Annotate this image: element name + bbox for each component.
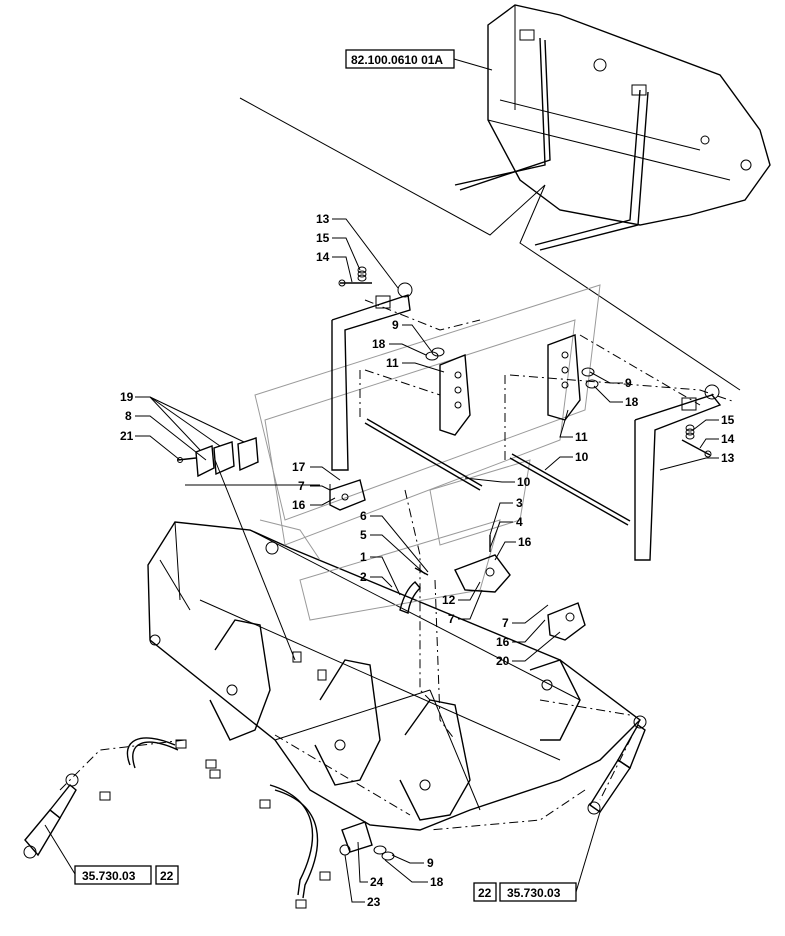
callout-18-bottom: 18 [430,875,444,889]
left-fork-arm [331,266,413,471]
svg-text:35.730.03: 35.730.03 [82,869,136,883]
hoses [99,737,331,909]
callout-16-center: 16 [518,535,532,549]
callout-16: 16 [292,498,306,512]
callout-9-right: 9 [625,376,632,390]
right-cylinder [587,715,647,815]
ref-box-bucket[interactable]: 82.100.0610 01A [345,49,493,71]
latch-plate-center [454,535,511,593]
callout-6: 6 [360,509,367,523]
callout-2: 2 [360,570,367,584]
callout-9: 9 [392,318,399,332]
callout-19: 19 [120,390,134,404]
callout-7-center: 7 [448,612,455,626]
ref-box-cylinder-left[interactable]: 35.730.03 22 [44,824,179,885]
fork-bucket-illustration [454,4,771,251]
callout-10-right: 10 [575,450,589,464]
callout-3: 3 [516,496,523,510]
callout-9-bottom: 9 [427,856,434,870]
rods [364,418,631,526]
callout-leaders [135,218,719,903]
right-fork-arm [634,384,722,561]
bottom-pin-assembly [339,821,395,861]
assembly-dashed-lines [59,299,736,831]
callout-14: 14 [316,250,330,264]
callout-23: 23 [367,895,381,909]
callout-15-right: 15 [721,413,735,427]
callout-labels: 13 15 14 9 18 11 19 8 21 17 7 16 10 6 5 … [120,212,735,909]
callout-17: 17 [292,460,306,474]
callout-8: 8 [125,409,132,423]
callout-11-right: 11 [575,430,588,444]
ghost-outlines [254,284,601,621]
right-bracket [547,334,599,421]
callout-14-right: 14 [721,432,735,446]
callout-4: 4 [516,515,523,529]
section-break-line [239,97,741,391]
ref-box-cylinder-right[interactable]: 22 35.730.03 [473,811,601,902]
callout-13: 13 [316,212,330,226]
callout-18: 18 [372,337,386,351]
pads [177,437,259,478]
callout-10: 10 [517,475,531,489]
callout-7: 7 [298,479,305,493]
svg-text:22: 22 [478,886,492,900]
callout-15: 15 [316,231,330,245]
left-bracket [425,347,471,436]
latch-plate-left [329,479,366,511]
svg-text:35.730.03: 35.730.03 [507,886,561,900]
callout-16-right: 16 [496,635,510,649]
callout-24: 24 [370,875,384,889]
callout-11: 11 [386,356,399,370]
callout-21: 21 [120,429,134,443]
latch-plate-right [547,602,586,641]
svg-text:22: 22 [160,869,174,883]
left-cylinder [23,773,79,859]
callout-20: 20 [496,654,510,668]
callout-12: 12 [442,593,456,607]
callout-7-right: 7 [502,616,509,630]
callout-1: 1 [360,550,367,564]
callout-18-right: 18 [625,395,639,409]
svg-text:82.100.0610 01A: 82.100.0610 01A [351,53,443,67]
callout-13-right: 13 [721,451,735,465]
pad-leader-long [214,459,296,661]
main-bucket-illustration [147,521,642,831]
callout-5: 5 [360,528,367,542]
